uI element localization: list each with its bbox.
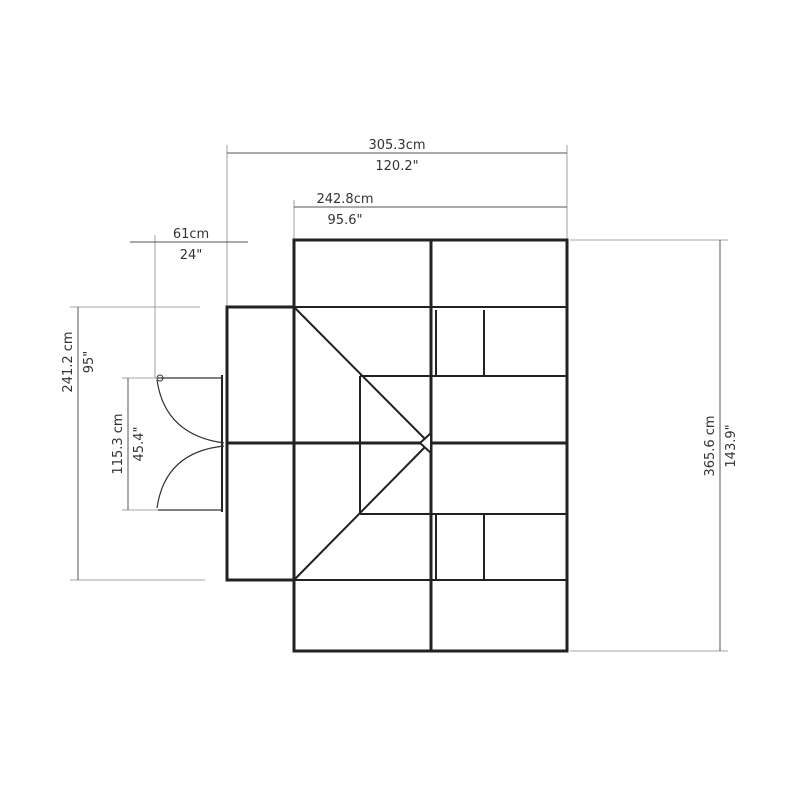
door-hinge-icon — [156, 374, 164, 382]
dimension-door-width: 115.3 cm 45.4" — [111, 377, 160, 511]
dimension-porch-depth: 61cm 24" — [130, 227, 248, 378]
overall-width-cm: 305.3cm — [368, 138, 425, 153]
door-width-cm: 115.3 cm — [111, 413, 126, 474]
door-width-in: 45.4" — [132, 427, 147, 462]
dimension-porch-width: 241.2 cm 95" — [61, 306, 205, 581]
porch-depth-cm: 61cm — [173, 227, 209, 242]
porch-depth-in: 24" — [180, 248, 203, 263]
porch — [221, 305, 296, 582]
porch-width-cm: 241.2 cm — [61, 331, 76, 392]
dimension-body-width: 242.8cm 95.6" — [293, 192, 567, 240]
body-width-cm: 242.8cm — [316, 192, 373, 207]
porch-width-in: 95" — [82, 351, 97, 374]
dimension-overall-length: 365.6 cm 143.9" — [570, 239, 739, 652]
body-width-in: 95.6" — [328, 213, 363, 228]
double-door — [156, 374, 225, 511]
overall-length-in: 143.9" — [724, 424, 739, 467]
overall-width-in: 120.2" — [375, 159, 418, 174]
greenhouse-body — [227, 238, 569, 653]
dimension-overall-width: 305.3cm 120.2" — [226, 138, 568, 307]
overall-length-cm: 365.6 cm — [703, 415, 718, 476]
roof-apex-connector — [418, 430, 432, 456]
